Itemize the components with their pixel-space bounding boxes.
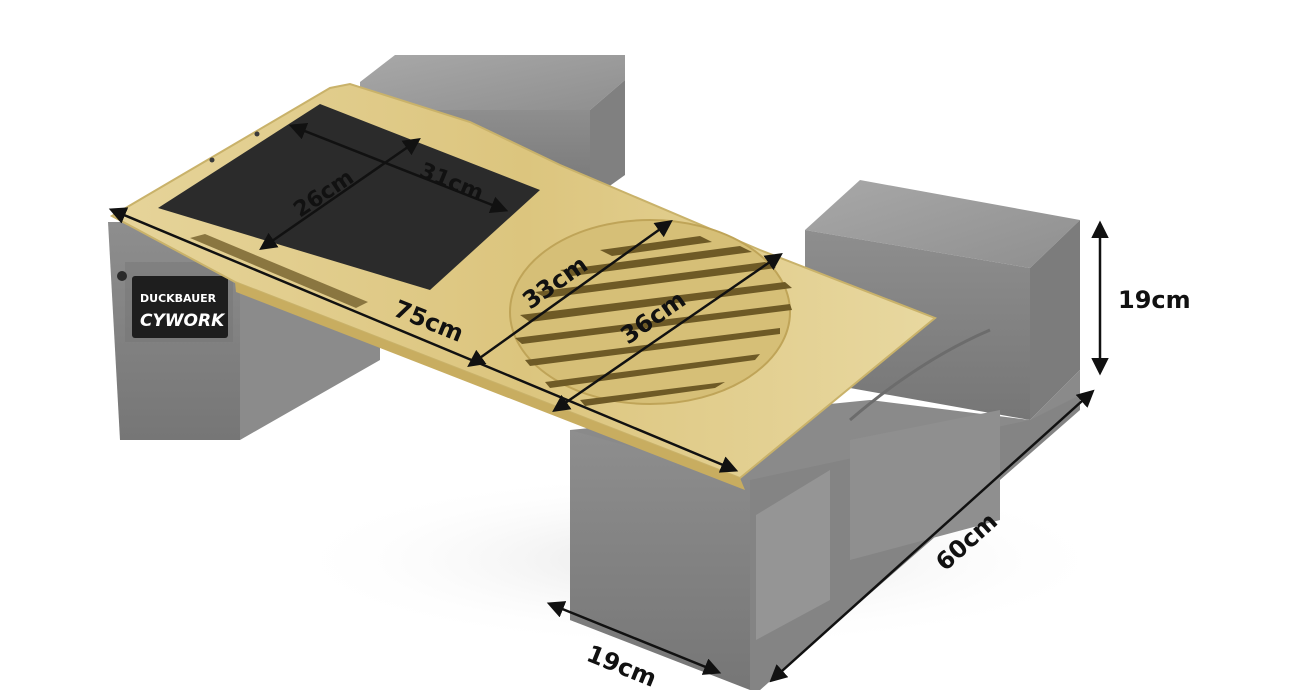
logo-top-text: DUCKBAUER — [140, 292, 217, 305]
hole-icon — [254, 131, 260, 137]
arrow-19cm-width — [546, 601, 722, 675]
hole-icon — [209, 157, 215, 163]
label-base-height: 19cm — [1118, 286, 1191, 314]
dimension-arrows — [108, 122, 1109, 683]
arrow-75cm — [108, 207, 739, 473]
logo-bottom-text: CYWORK — [140, 311, 226, 331]
hole-icon — [117, 271, 127, 281]
brand-logo-plaque: DUCKBAUER CYWORK — [132, 276, 228, 338]
arrow-36cm — [552, 253, 783, 412]
arrow-60cm — [769, 389, 1095, 683]
